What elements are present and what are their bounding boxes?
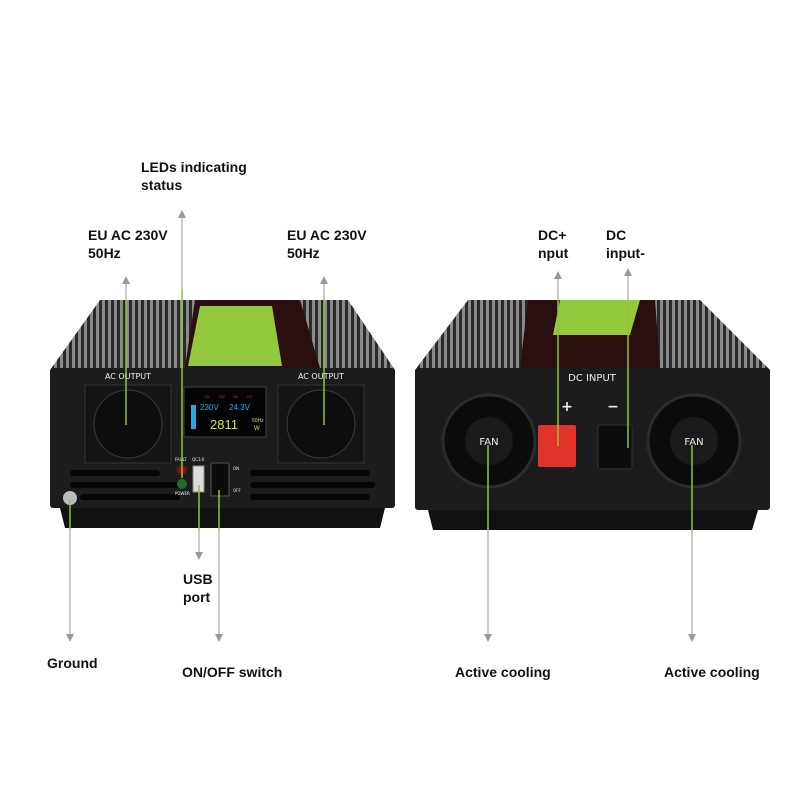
- fan-left-label: FAN: [479, 437, 498, 448]
- top-label-green: [188, 306, 282, 366]
- dc-input-label: DC INPUT: [568, 373, 617, 384]
- fan-hub-left: [465, 417, 513, 465]
- mounting-flange: [428, 510, 758, 530]
- ground-callout: Ground: [47, 655, 98, 671]
- leds-callout-line1: LEDs indicating: [141, 159, 247, 175]
- ground-terminal[interactable]: [63, 491, 77, 505]
- eu-right-line1: EU AC 230V: [287, 227, 367, 243]
- display-power-unit: W: [254, 426, 260, 432]
- vents: [70, 470, 375, 500]
- dc-plus-terminal[interactable]: [538, 425, 576, 467]
- eu-socket-right-callout: EU AC 230V 50Hz: [287, 226, 367, 262]
- socket-left-face: [93, 389, 163, 459]
- power-switch[interactable]: [210, 462, 230, 497]
- indicator-ot: OT: [247, 394, 253, 399]
- eu-right-line2: 50Hz: [287, 245, 320, 261]
- plus-sign: +: [561, 399, 573, 415]
- mounting-flange: [60, 508, 385, 528]
- inverter-rear-view: [415, 300, 770, 530]
- dc-minus-callout: DC input-: [606, 226, 645, 262]
- fan-hub-right: [670, 417, 718, 465]
- indicator-ol: OL: [233, 394, 239, 399]
- power-label: POWER: [175, 491, 190, 496]
- indicator-ov: OV: [219, 394, 225, 399]
- on-label: ON: [233, 466, 239, 471]
- display-power: 2811: [210, 417, 238, 432]
- dc-minus-terminal[interactable]: [597, 424, 633, 470]
- dc-plus-callout: DC+ nput: [538, 226, 568, 262]
- usb-line1: USB: [183, 571, 213, 587]
- inverter-front-view: [50, 300, 395, 528]
- leds-callout-line2: status: [141, 177, 183, 193]
- usb-line2: port: [183, 589, 211, 605]
- fan-right-label: FAN: [684, 437, 703, 448]
- usb-callout: USB port: [183, 570, 213, 606]
- cooling-left-callout: Active cooling: [455, 664, 551, 680]
- cooling-right-callout: Active cooling: [664, 664, 760, 680]
- qc-label: QC3.0: [192, 457, 205, 462]
- eu-left-line1: EU AC 230V: [88, 227, 168, 243]
- dc-plus-line2: nput: [538, 245, 569, 261]
- display-indicators: LV OV OL OT: [205, 394, 253, 399]
- top-label-green: [553, 300, 640, 335]
- battery-icon: [191, 405, 196, 429]
- display-ac-voltage: 230V: [200, 403, 219, 412]
- onoff-callout: ON/OFF switch: [182, 664, 283, 680]
- lcd-display: [183, 386, 267, 438]
- off-label: OFF: [233, 488, 241, 493]
- minus-sign: −: [607, 399, 619, 415]
- leds-callout: LEDs indicating status: [141, 158, 247, 194]
- eu-socket-left-callout: EU AC 230V 50Hz: [88, 226, 168, 262]
- power-led: [177, 479, 187, 489]
- eu-left-line2: 50Hz: [88, 245, 121, 261]
- dc-minus-line2: input-: [606, 245, 645, 261]
- fault-label: FAULT: [175, 457, 187, 462]
- dc-plus-line1: DC+: [538, 227, 567, 243]
- dc-minus-line1: DC: [606, 227, 627, 243]
- display-frequency: 50Hz: [252, 418, 264, 424]
- ac-output-left-label: AC OUTPUT: [105, 372, 151, 381]
- indicator-lv: LV: [205, 394, 210, 399]
- socket-right-face: [286, 389, 356, 459]
- display-dc-voltage: 24.3V: [229, 403, 251, 412]
- ac-output-right-label: AC OUTPUT: [298, 372, 344, 381]
- callout-lines: [66, 210, 696, 642]
